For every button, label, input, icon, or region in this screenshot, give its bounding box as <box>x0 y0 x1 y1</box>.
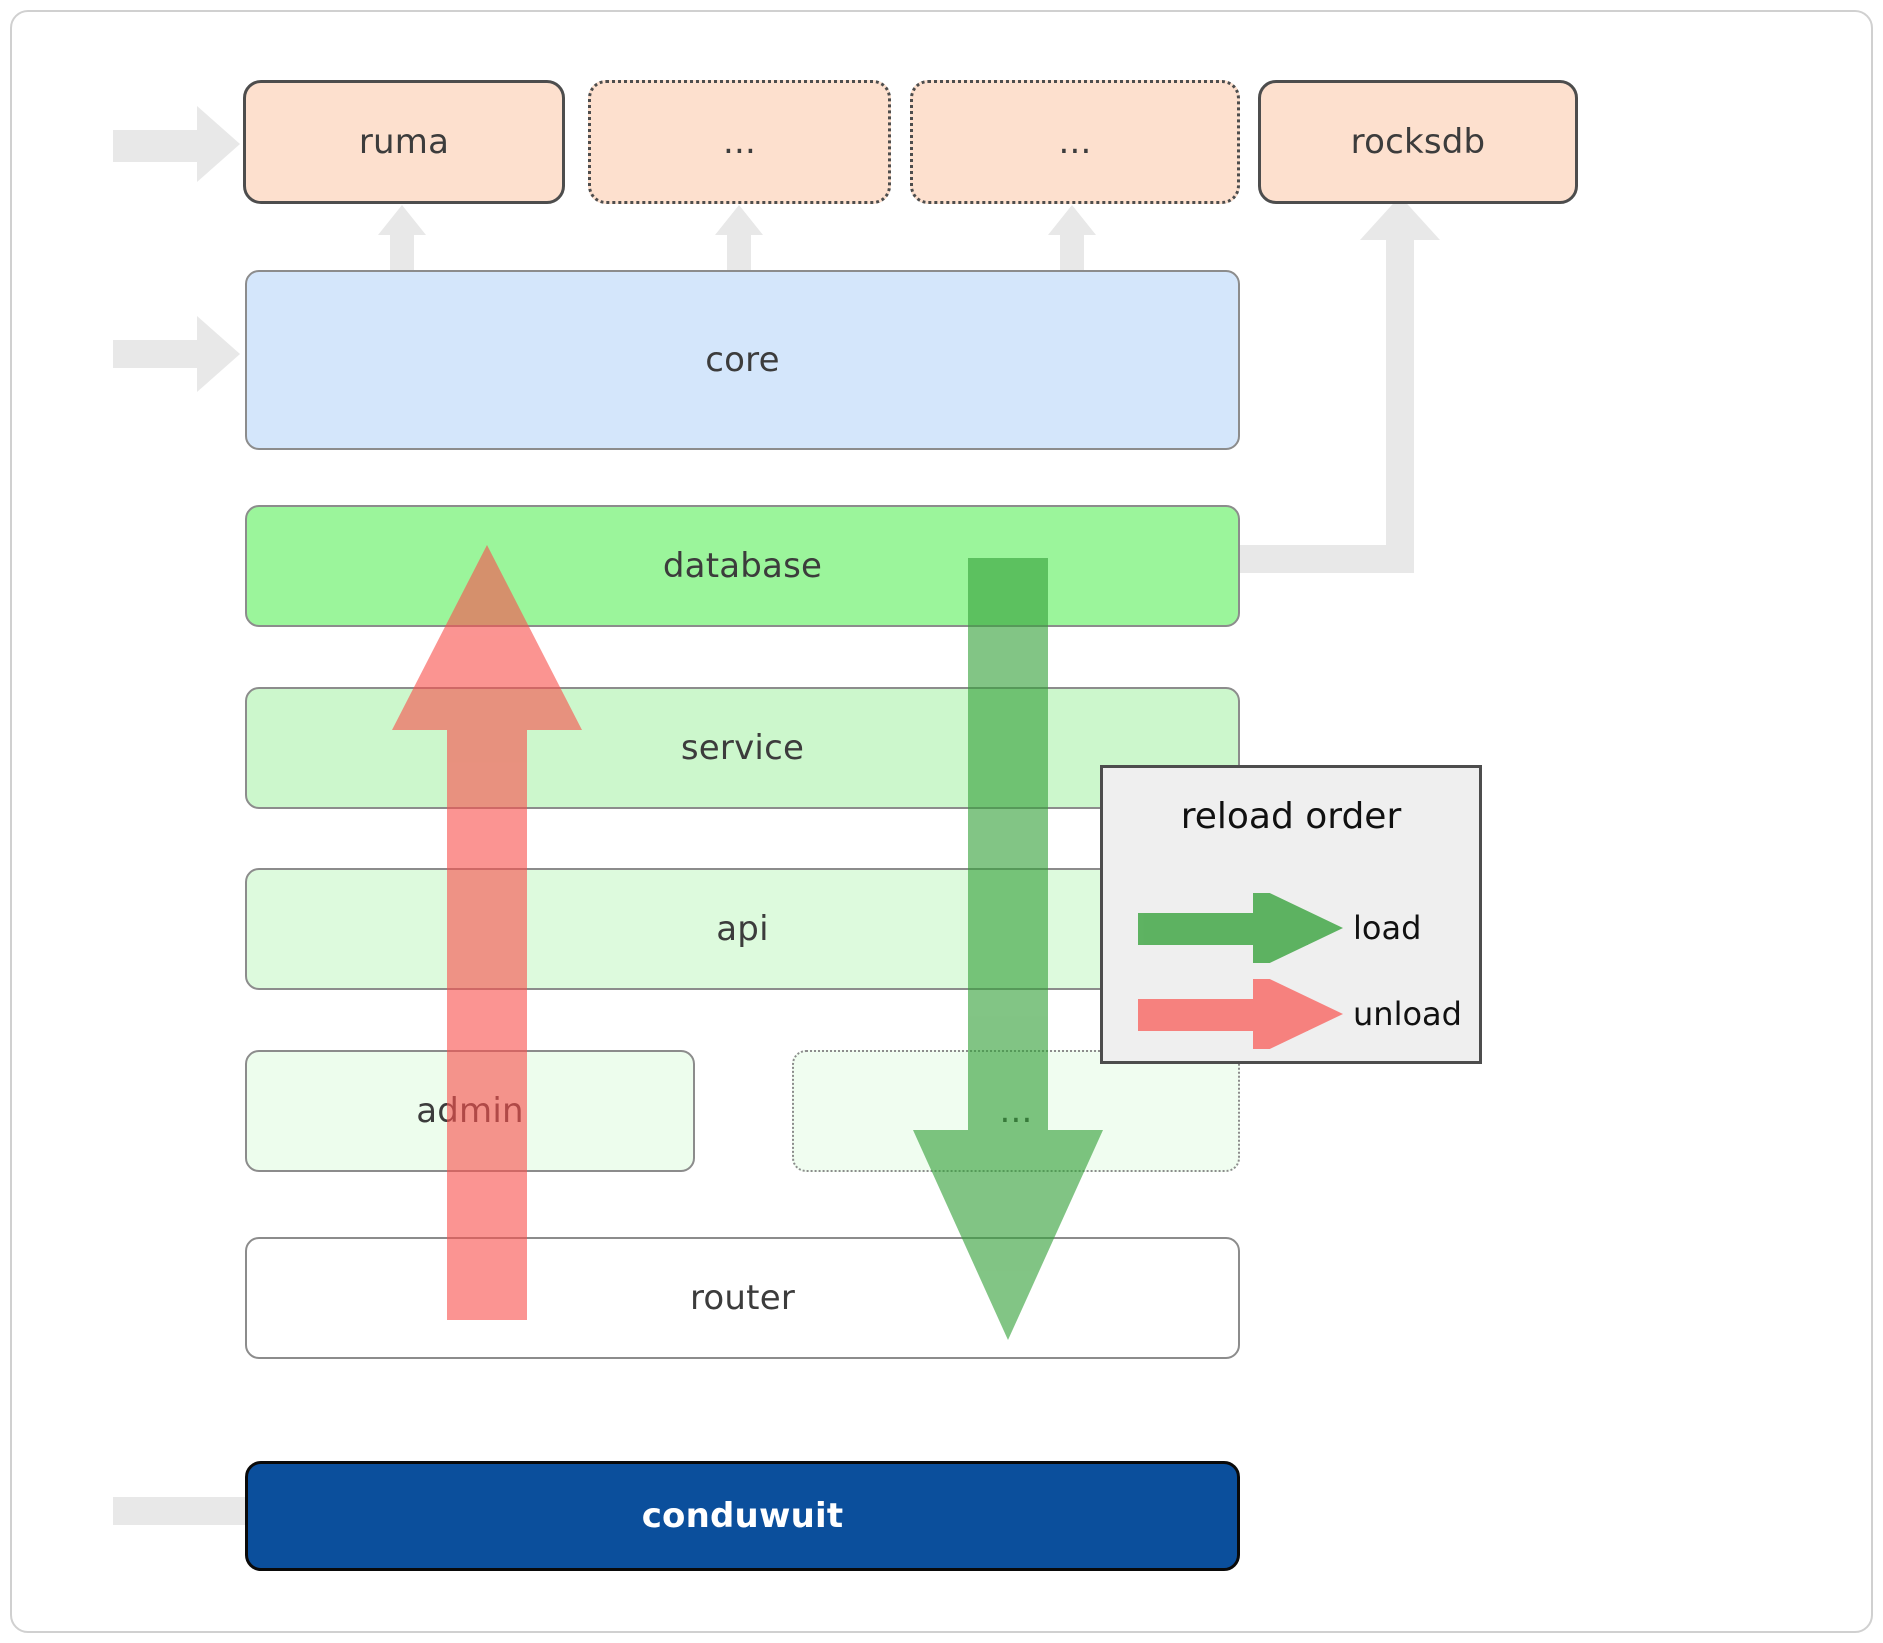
node-database-label: database <box>662 546 823 586</box>
legend-row-unload: unload <box>1103 979 1479 1049</box>
node-admin-label: admin <box>416 1091 524 1131</box>
node-sub-dots[interactable]: ... <box>792 1050 1240 1172</box>
node-api-label: api <box>716 909 769 949</box>
node-router[interactable]: router <box>245 1237 1240 1359</box>
node-rocksdb[interactable]: rocksdb <box>1258 80 1578 204</box>
node-dep-dots-2[interactable]: ... <box>910 80 1240 204</box>
node-core-label: core <box>705 340 780 380</box>
diagram-frame <box>10 10 1873 1633</box>
node-conduwuit[interactable]: conduwuit <box>245 1461 1240 1571</box>
legend-unload-label: unload <box>1353 995 1462 1033</box>
node-core[interactable]: core <box>245 270 1240 450</box>
node-dep-dots-2-label: ... <box>1058 122 1092 162</box>
node-ruma-label: ruma <box>358 122 450 162</box>
legend-unload-arrow-icon <box>1138 979 1343 1049</box>
node-ruma[interactable]: ruma <box>243 80 565 204</box>
legend-load-label: load <box>1353 909 1422 947</box>
node-conduwuit-label: conduwuit <box>641 1496 844 1536</box>
node-admin[interactable]: admin <box>245 1050 695 1172</box>
node-dep-dots-1[interactable]: ... <box>588 80 891 204</box>
node-sub-dots-label: ... <box>999 1091 1033 1131</box>
node-api[interactable]: api <box>245 868 1240 990</box>
node-database[interactable]: database <box>245 505 1240 627</box>
legend-load-arrow-icon <box>1138 893 1343 963</box>
node-router-label: router <box>689 1278 795 1318</box>
legend-row-load: load <box>1103 893 1479 963</box>
node-rocksdb-label: rocksdb <box>1350 122 1486 162</box>
node-service-label: service <box>680 728 805 768</box>
node-dep-dots-1-label: ... <box>722 122 757 162</box>
node-service[interactable]: service <box>245 687 1240 809</box>
legend-panel: reload order load unload <box>1100 765 1482 1064</box>
legend-title: reload order <box>1180 796 1402 837</box>
